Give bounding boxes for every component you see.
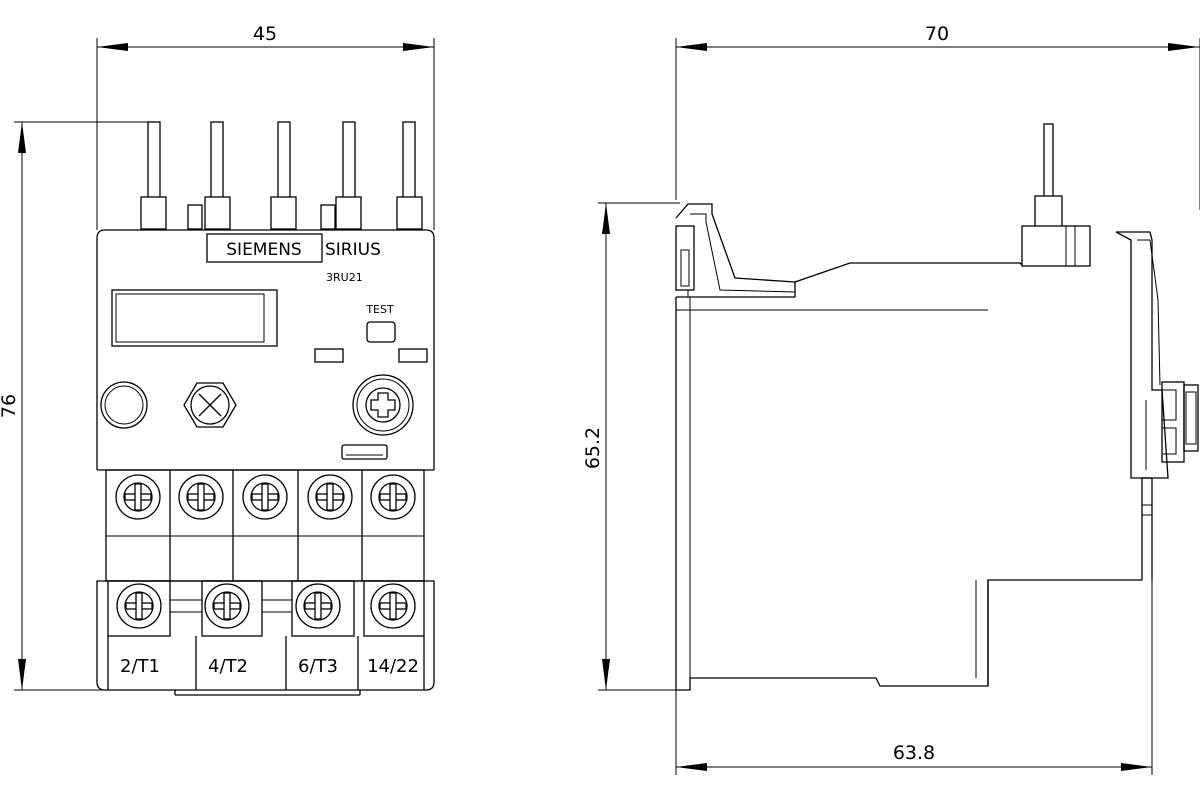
bottom-slot: [341, 444, 388, 460]
series-name: SIRIUS: [325, 240, 381, 260]
dimension-front-height: 76: [0, 121, 175, 691]
dimension-label-45: 45: [253, 23, 277, 45]
current-setting-dial-icon: [352, 374, 414, 436]
screw-icon: [204, 583, 250, 629]
upper-terminal-block: [97, 469, 434, 582]
screw-icon: [178, 474, 224, 520]
side-view: 70 65.2 63.8: [582, 23, 1200, 775]
screw-icon: [115, 474, 161, 520]
dimension-side-width-bottom: 63.8: [675, 580, 1153, 775]
terminal-label: 14/22: [367, 656, 419, 677]
side-contact-pin: [1043, 123, 1054, 199]
screw-icon: [116, 583, 162, 629]
model-number: 3RU21: [326, 271, 363, 284]
test-label: TEST: [365, 303, 394, 316]
screw-icon: [242, 474, 288, 520]
terminal-label: 2/T1: [120, 656, 160, 677]
front-view: 45 76 SIEMEN: [0, 23, 435, 696]
reset-button-icon: [100, 381, 148, 429]
screw-icon: [370, 583, 416, 629]
screw-icon: [307, 474, 353, 520]
test-button: [366, 321, 396, 343]
setting-window: [111, 289, 278, 347]
side-housing-outline: [675, 297, 1143, 691]
screw-icon: [295, 583, 341, 629]
adjustment-screw-icon: [183, 382, 237, 428]
connection-pins: [140, 121, 423, 230]
dimension-front-width: 45: [96, 23, 435, 230]
screw-icon: [370, 474, 416, 520]
dimension-label-65-2: 65.2: [582, 427, 604, 469]
front-plate-profile: [1115, 231, 1169, 479]
front-housing-outline: [96, 229, 435, 470]
dimension-side-height: 65.2: [582, 202, 680, 691]
dimension-label-63-8: 63.8: [893, 742, 935, 764]
side-screw-box: [1161, 381, 1185, 463]
indicator-window-right: [398, 348, 428, 363]
indicator-window-left: [314, 348, 344, 363]
terminal-label: 4/T2: [208, 656, 248, 677]
brand-logo-text: SIEMENS: [226, 240, 301, 260]
lower-terminal-block: 2/T1 4/T2 6/T3 14/22: [96, 580, 435, 696]
dimension-label-76: 76: [0, 394, 20, 418]
mounting-hook: [675, 203, 796, 283]
dimension-side-width-top: 70: [675, 23, 1200, 210]
terminal-label: 6/T3: [298, 656, 338, 677]
brand-plate: [206, 233, 323, 263]
dimension-label-70: 70: [925, 23, 949, 45]
